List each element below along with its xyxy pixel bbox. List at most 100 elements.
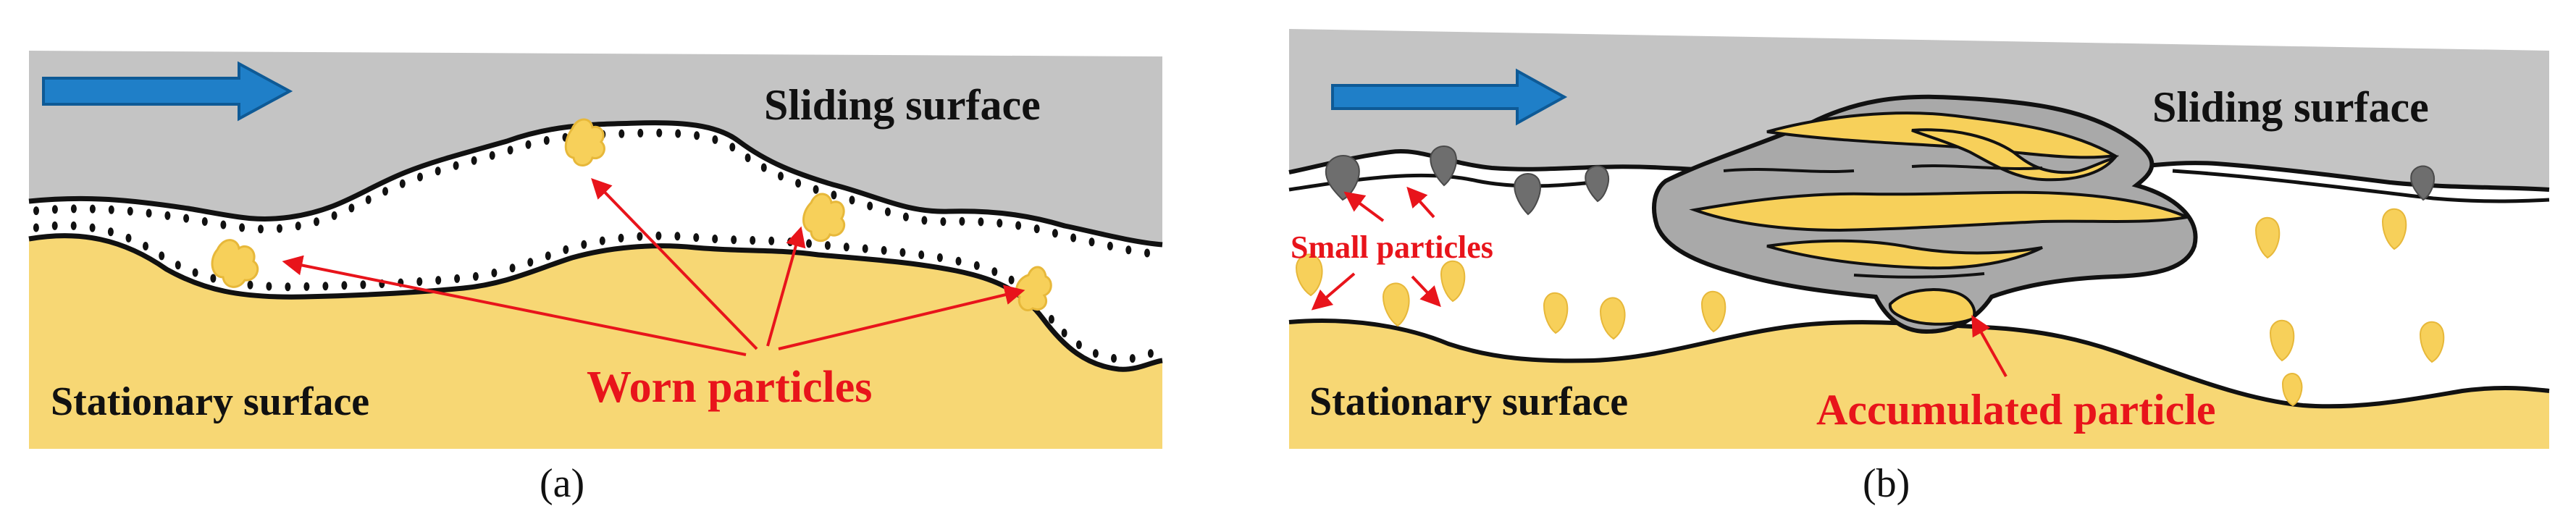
accumulated-particle	[1652, 94, 2198, 334]
debris-dot	[674, 232, 681, 241]
pointer-arrow	[1311, 272, 1356, 311]
accumulated-layer	[1888, 288, 1976, 326]
debris-dot	[1015, 221, 1022, 230]
pointer-arrow	[282, 255, 747, 356]
debris-dot	[899, 248, 906, 257]
debris-dot	[192, 268, 198, 277]
debris-dot	[760, 163, 767, 172]
debris-dot	[693, 233, 700, 243]
debris-dot	[731, 235, 737, 245]
debris-dot	[862, 244, 868, 253]
debris-dot	[331, 211, 337, 220]
debris-dot	[637, 128, 644, 138]
debris-dot	[581, 240, 587, 249]
debris-dot	[51, 221, 58, 230]
debris-dot	[656, 128, 663, 138]
panel-b: Sliding surface Stationary surface Small…	[1260, 0, 2576, 527]
sliding-boundary-line-3	[2172, 169, 2550, 203]
debris-dot	[164, 211, 171, 220]
panel-b-diagram: Sliding surface Stationary surface Small…	[1288, 29, 2550, 449]
debris-dot	[1070, 233, 1077, 243]
debris-dot	[1052, 229, 1058, 238]
gray-particle	[1325, 155, 1360, 201]
right-arrow-icon	[42, 61, 293, 122]
debris-dot	[247, 280, 253, 290]
yellow-particle	[1295, 253, 1323, 297]
pointer-arrow	[1411, 275, 1441, 308]
debris-dot	[159, 251, 165, 261]
gray-particle	[1585, 165, 1609, 203]
debris-dot	[991, 267, 998, 277]
debris-dot	[918, 250, 925, 259]
debris-dot	[525, 140, 532, 149]
debris-dot	[489, 151, 495, 160]
gray-particles	[1325, 146, 2435, 216]
debris-dot	[175, 261, 181, 270]
accumulated-particle-label: Accumulated particle	[1816, 386, 2216, 434]
debris-dot	[881, 245, 887, 255]
pointer-arrow	[1406, 186, 1435, 219]
debris-dot	[1008, 275, 1015, 284]
debris-dot	[183, 214, 190, 223]
stationary-boundary-line	[28, 233, 1163, 372]
debris-dot	[940, 217, 947, 227]
debris-dot	[545, 251, 551, 261]
worn-particle	[802, 193, 846, 243]
debris-dot	[341, 281, 348, 290]
worn-particles	[211, 118, 1052, 312]
accumulated-crack	[1723, 168, 1855, 173]
debris-dot	[563, 245, 569, 254]
panel-b-caption: (b)	[1863, 461, 1910, 506]
debris-dot	[744, 153, 751, 162]
yellow-particle	[1599, 297, 1626, 340]
stationary-surface-region	[1289, 321, 2549, 449]
debris-dot	[694, 131, 700, 140]
worn-particle	[211, 239, 259, 288]
debris-dot	[472, 271, 479, 281]
yellow-particle	[1543, 292, 1569, 334]
yellow-particle	[1700, 290, 1727, 333]
worn-particles-label: Worn particles	[587, 363, 872, 412]
accumulated-layer	[1766, 239, 2043, 270]
accumulated-crack	[1853, 272, 1985, 279]
debris-dot	[543, 136, 550, 145]
debris-dot	[51, 205, 58, 214]
debris-dot	[973, 261, 980, 270]
yellow-particle	[2281, 373, 2303, 407]
debris-dot	[729, 143, 736, 152]
debris-dot	[778, 172, 784, 181]
debris-dot	[618, 129, 625, 138]
debris-dot	[143, 242, 148, 250]
debris-dot	[795, 179, 802, 188]
sliding-surface-label: Sliding surface	[764, 81, 1041, 129]
stationary-surface-region	[29, 235, 1162, 449]
debris-dot	[417, 172, 423, 182]
yellow-particle	[1440, 260, 1466, 303]
debris-dot	[527, 258, 534, 267]
panel-a-diagram: Sliding surface Stationary surface Worn …	[28, 51, 1163, 449]
gray-particle	[1430, 146, 1457, 187]
debris-dot	[322, 282, 329, 291]
debris-dot	[201, 217, 208, 226]
debris-dot	[33, 206, 39, 216]
accumulated-crack	[1911, 164, 2043, 170]
debris-dot	[277, 224, 282, 233]
debris-dot	[824, 241, 831, 250]
pointer-arrow	[591, 177, 758, 350]
debris-dot	[125, 233, 132, 243]
accumulated-layer	[1911, 128, 2119, 182]
debris-dot	[509, 264, 516, 273]
yellow-particle	[2269, 319, 2295, 362]
worn-particle	[564, 118, 605, 166]
yellow-particle	[1382, 282, 1410, 327]
debris-dot	[360, 280, 366, 290]
debris-dot	[1107, 241, 1113, 250]
pointer-arrow	[1343, 191, 1385, 222]
debris-dot	[936, 253, 943, 262]
debris-dot	[382, 187, 388, 196]
debris-dot	[365, 195, 372, 204]
debris-dot	[220, 220, 227, 229]
debris-dot	[491, 269, 498, 277]
debris-dot	[843, 243, 849, 252]
debris-dot	[768, 236, 775, 245]
